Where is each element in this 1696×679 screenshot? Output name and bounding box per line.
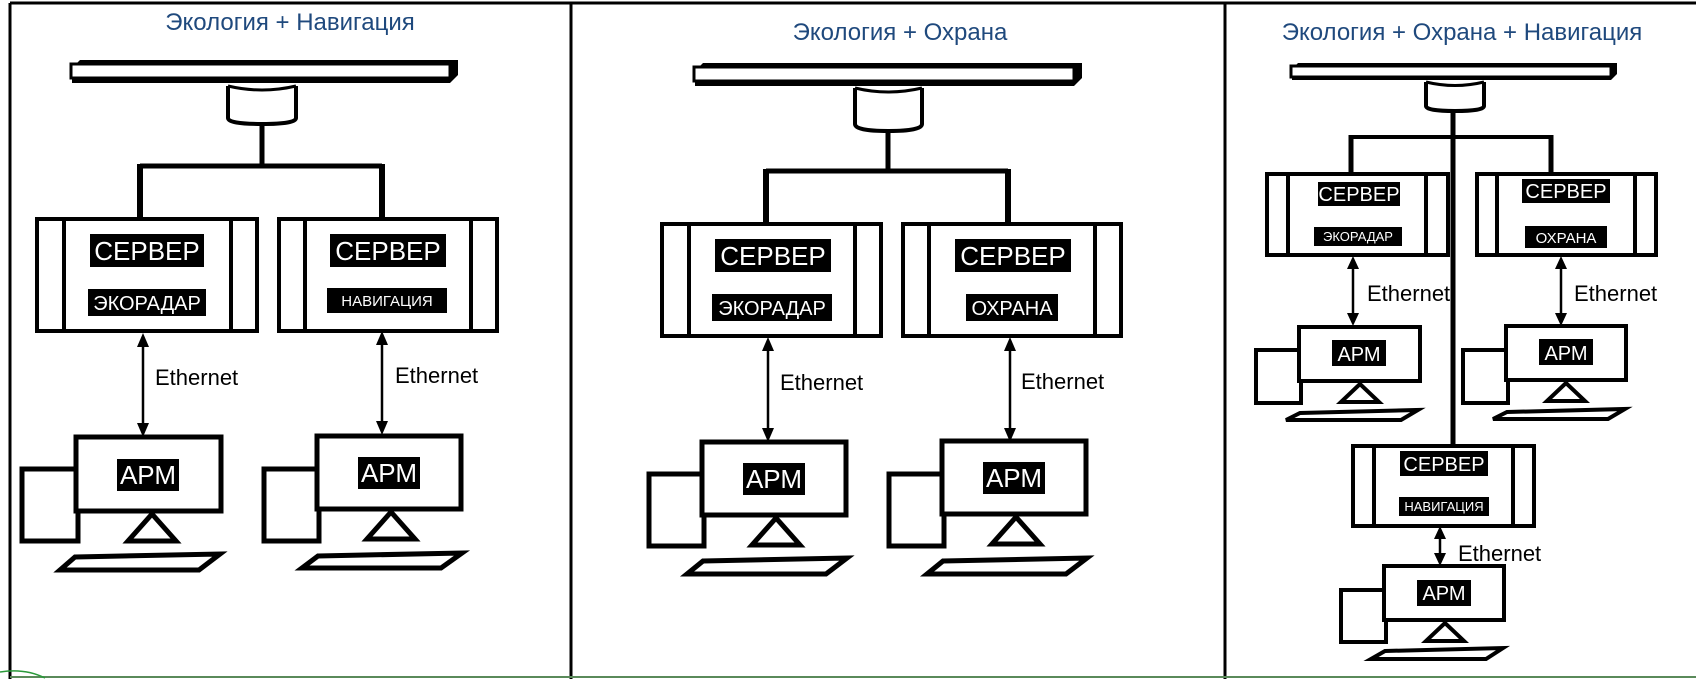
ethernet-link: Ethernet (376, 331, 478, 435)
server-security: СЕРВЕР ОХРАНА (1475, 172, 1658, 257)
workstation-label: АРМ (1422, 583, 1465, 605)
ethernet-link: Ethernet (1004, 337, 1104, 442)
ethernet-link: Ethernet (1347, 256, 1450, 326)
server-name: НАВИГАЦИЯ (1404, 499, 1483, 514)
server-name: НАВИГАЦИЯ (341, 293, 432, 310)
server-ecoradar: СЕРВЕР ЭКОРАДАР (1265, 172, 1450, 257)
panel-ecology-security-navigation: Экология + Охрана + Навигация СЕРВЕР ЭКО… (1254, 19, 1658, 661)
workstation: АРМ (261, 433, 471, 571)
ethernet-link: Ethernet (137, 333, 238, 437)
workstation: АРМ (886, 438, 1095, 577)
panel-title: Экология + Охрана + Навигация (1282, 19, 1643, 46)
connection-lines (137, 124, 385, 218)
server-name: ЭКОРАДАР (93, 293, 201, 315)
ethernet-label: Ethernet (1574, 281, 1657, 306)
workstation: АРМ (1339, 564, 1511, 661)
network-hub (853, 86, 924, 134)
network-hub (1424, 80, 1486, 114)
ethernet-label: Ethernet (1458, 541, 1541, 566)
server-ecoradar: СЕРВЕР ЭКОРАДАР (660, 222, 883, 338)
server-navigation: СЕРВЕР НАВИГАЦИЯ (277, 217, 499, 333)
workstation-label: АРМ (746, 464, 802, 494)
workstation-label: АРМ (986, 463, 1042, 493)
server-name: ОХРАНА (1536, 230, 1597, 247)
bus-bar (692, 63, 1082, 86)
ethernet-link: Ethernet (1434, 526, 1541, 566)
server-name: ЭКОРАДАР (718, 298, 826, 320)
panel-ecology-security: Экология + Охрана СЕРВЕР ЭКОРАДАР (646, 19, 1123, 577)
ethernet-label: Ethernet (1021, 369, 1104, 394)
server-label: СЕРВЕР (960, 241, 1066, 271)
workstation-label: АРМ (361, 458, 417, 488)
server-label: СЕРВЕР (94, 236, 200, 266)
server-name: ОХРАНА (971, 298, 1053, 320)
workstation-label: АРМ (1544, 343, 1587, 365)
workstation-label: АРМ (120, 460, 176, 490)
workstation: АРМ (19, 434, 228, 573)
panel-title: Экология + Охрана (793, 19, 1008, 46)
connection-lines (1348, 111, 1554, 446)
workstation: АРМ (1461, 324, 1633, 421)
ethernet-link: Ethernet (1555, 256, 1657, 326)
network-hub (226, 84, 298, 127)
bus-bar (69, 60, 458, 83)
ethernet-label: Ethernet (780, 370, 863, 395)
workstation: АРМ (1254, 325, 1426, 422)
server-label: СЕРВЕР (1403, 454, 1484, 476)
connection-lines (763, 131, 1011, 224)
server-label: СЕРВЕР (1318, 184, 1399, 206)
server-label: СЕРВЕР (335, 236, 441, 266)
ethernet-label: Ethernet (395, 363, 478, 388)
ethernet-link: Ethernet (762, 337, 863, 442)
server-name: ЭКОРАДАР (1323, 229, 1393, 244)
server-label: СЕРВЕР (720, 241, 826, 271)
workstation: АРМ (646, 439, 855, 577)
workstation-label: АРМ (1337, 344, 1380, 366)
server-label: СЕРВЕР (1525, 181, 1606, 203)
ethernet-label: Ethernet (1367, 281, 1450, 306)
panel-title: Экология + Навигация (165, 9, 415, 36)
ethernet-label: Ethernet (155, 365, 238, 390)
bus-bar (1289, 63, 1617, 80)
panel-ecology-navigation: Экология + Навигация СЕРВЕР ЭКОРАДАР (19, 9, 499, 573)
server-ecoradar: СЕРВЕР ЭКОРАДАР (35, 217, 259, 333)
server-security: СЕРВЕР ОХРАНА (901, 222, 1123, 338)
server-navigation: СЕРВЕР НАВИГАЦИЯ (1351, 444, 1536, 528)
